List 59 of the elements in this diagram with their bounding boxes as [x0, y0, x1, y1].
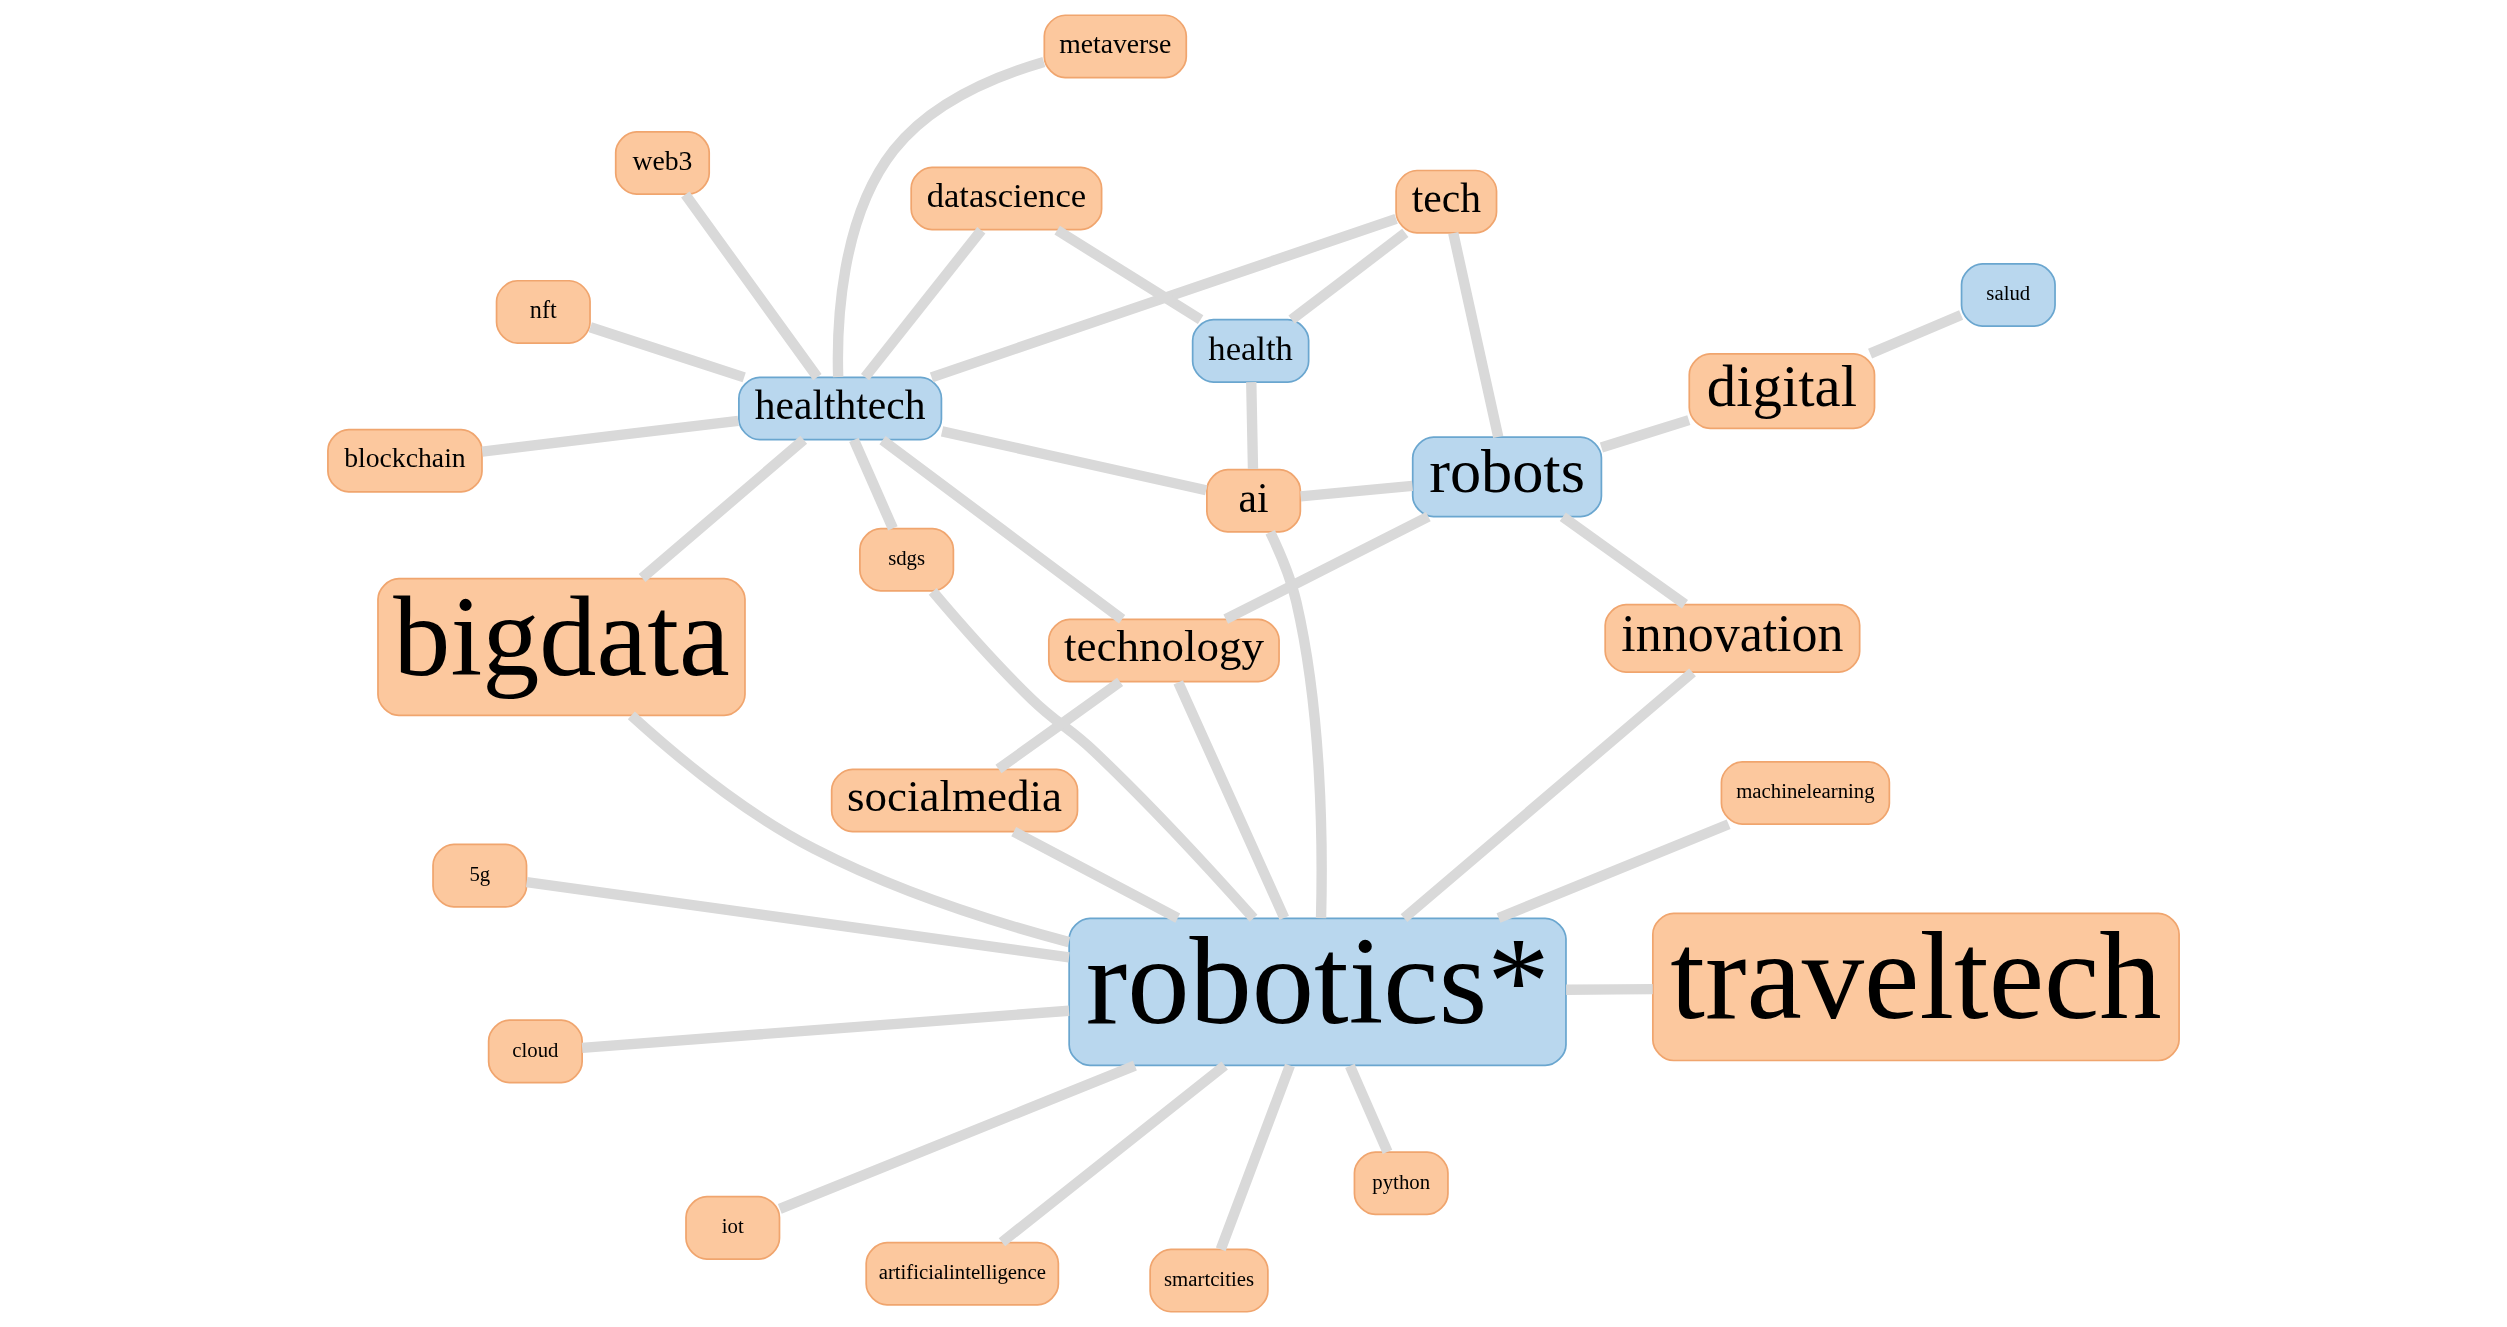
connector — [860, 226, 986, 381]
node-box: health — [1191, 318, 1310, 383]
connector — [1223, 512, 1431, 624]
connector — [998, 1061, 1228, 1247]
connector — [1566, 983, 1653, 995]
node-box: bigdata — [377, 577, 746, 717]
connector — [832, 56, 1046, 378]
node-box: innovation — [1604, 603, 1861, 673]
node-box: python — [1353, 1151, 1449, 1216]
connector — [1011, 827, 1181, 923]
connector — [1559, 512, 1688, 609]
connector — [681, 191, 822, 381]
connector — [777, 1060, 1137, 1214]
node-box: metaverse — [1043, 14, 1188, 79]
connector — [1448, 232, 1504, 438]
node-box: traveltech — [1652, 912, 2180, 1062]
connector — [1288, 228, 1409, 324]
node-box: digital — [1688, 353, 1876, 430]
connector — [588, 322, 746, 383]
node-box: nft — [495, 279, 591, 344]
node-box: web3 — [614, 130, 711, 195]
node-box: robots — [1411, 436, 1603, 518]
node-box: machinelearning — [1720, 760, 1891, 825]
connector — [1054, 225, 1204, 325]
node-box: sdgs — [859, 527, 955, 592]
connector — [1215, 1063, 1295, 1252]
node-box: artificialintelligence — [865, 1241, 1060, 1306]
node-box: 5g — [432, 843, 528, 908]
node-box: socialmedia — [830, 768, 1079, 833]
connector — [995, 677, 1124, 774]
node-box: blockchain — [327, 428, 483, 493]
connector — [638, 435, 808, 582]
node-box: salud — [1960, 262, 2056, 327]
node-box: healthtech — [738, 376, 943, 441]
node-box: iot — [685, 1195, 781, 1260]
node-box: robotics* — [1068, 917, 1567, 1067]
connector — [481, 415, 739, 457]
connector — [627, 711, 1071, 948]
node-box: cloud — [487, 1019, 583, 1084]
node-box: smartcities — [1149, 1248, 1269, 1313]
connector — [1246, 382, 1259, 470]
node-box: tech — [1395, 169, 1498, 234]
connector — [940, 426, 1208, 496]
connector — [1300, 480, 1413, 502]
connector — [1496, 819, 1731, 923]
node-box: technology — [1047, 618, 1280, 683]
connector — [879, 436, 1126, 624]
connector — [849, 437, 898, 531]
connector — [1868, 310, 1964, 359]
node-box: ai — [1206, 468, 1302, 533]
connector — [1400, 668, 1696, 923]
connector — [1599, 415, 1691, 453]
connector — [525, 876, 1070, 963]
connector — [928, 587, 1258, 922]
connector — [581, 1005, 1070, 1053]
connector — [1265, 529, 1327, 919]
node-box: datascience — [910, 166, 1103, 231]
connector — [1173, 680, 1289, 920]
connector — [1345, 1063, 1393, 1155]
